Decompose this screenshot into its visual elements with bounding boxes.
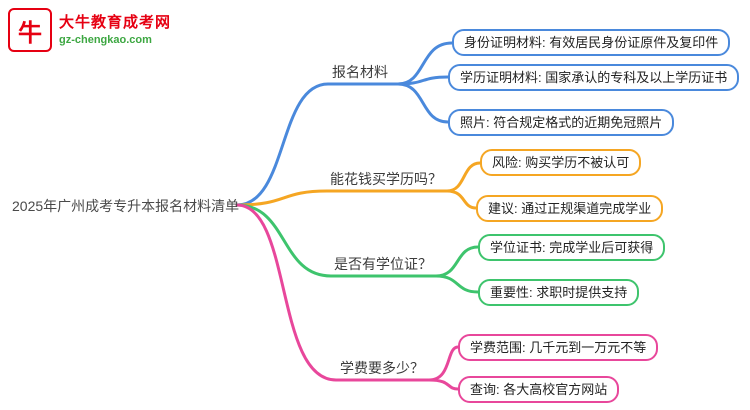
leaf-node-risk: 风险: 购买学历不被认可 — [480, 149, 642, 176]
bull-icon: 牛 — [8, 8, 52, 52]
bull-icon-glyph: 牛 — [18, 19, 42, 47]
leaf-node-advice: 建议: 通过正规渠道完成学业 — [476, 195, 664, 222]
branch-label-materials: 报名材料 — [332, 64, 388, 80]
leaf-line — [445, 161, 482, 193]
leaf-node-query: 查询: 各大高校官方网站 — [458, 376, 620, 403]
leaf-line — [445, 189, 478, 210]
leaf-node-degree-obtain: 学位证书: 完成学业后可获得 — [478, 234, 666, 261]
leaf-line — [434, 274, 480, 294]
site-logo: 牛 大牛教育成考网 gz-chengkao.com — [8, 8, 171, 52]
leaf-line — [396, 82, 450, 124]
branch-label-buy-degree: 能花钱买学历吗？ — [330, 171, 442, 187]
branch-label-degree-cert: 是否有学位证？ — [334, 256, 432, 272]
logo-title: 大牛教育成考网 — [59, 14, 172, 31]
leaf-node-id-proof: 身份证明材料: 有效居民身份证原件及复印件 — [452, 29, 731, 56]
root-topic: 2025年广州成考专升本报名材料清单 — [12, 198, 240, 214]
leaf-node-photo: 照片: 符合规定格式的近期免冠照片 — [448, 109, 675, 136]
leaf-line — [396, 41, 454, 86]
leaf-line — [396, 75, 450, 86]
leaf-node-tuition-range: 学费范围: 几千元到一万元不等 — [458, 334, 659, 361]
logo-subtitle: gz-chengkao.com — [59, 34, 152, 46]
leaf-node-importance: 重要性: 求职时提供支持 — [478, 279, 640, 306]
branch-line — [235, 189, 449, 207]
leaf-line — [427, 345, 460, 382]
leaf-line — [434, 245, 480, 278]
branch-label-tuition: 学费要多少？ — [340, 360, 424, 376]
branch-line — [235, 203, 431, 382]
leaf-node-edu-proof: 学历证明材料: 国家承认的专科及以上学历证书 — [448, 64, 740, 91]
leaf-line — [427, 378, 460, 391]
logo-text: 大牛教育成考网 gz-chengkao.com — [59, 13, 171, 47]
